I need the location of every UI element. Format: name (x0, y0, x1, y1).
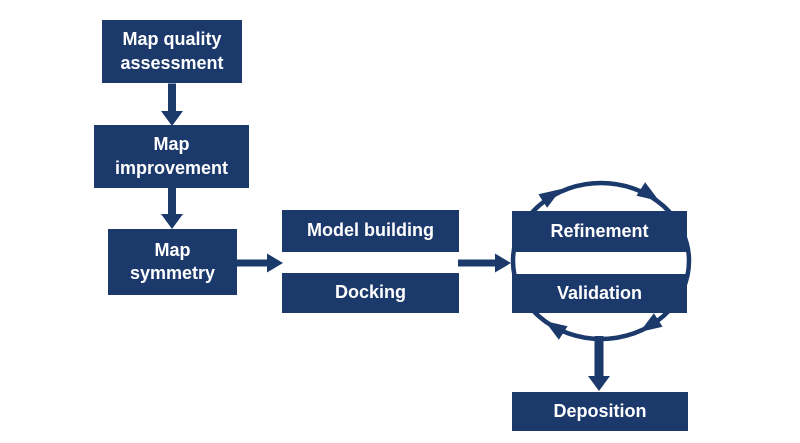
refinement-validation-cycle-ring (510, 180, 692, 342)
cycle-arrowhead-top-left-icon (538, 189, 562, 208)
arrow-cycle-to-deposition-head-icon (588, 376, 610, 391)
node-validation-label: Validation (556, 282, 643, 303)
node-map-quality-assessment-line1: Map quality (122, 29, 222, 50)
node-refinement: Refinement (512, 211, 687, 252)
node-map-quality-assessment: Map quality assessment (102, 20, 242, 83)
cycle-arrowhead-top-right-icon (636, 182, 660, 201)
node-docking: Docking (282, 273, 459, 313)
node-map-improvement-line2: improvement (114, 157, 229, 178)
cycle-arrowhead-bottom-left-icon (544, 321, 568, 340)
node-model-building: Model building (282, 210, 459, 252)
node-validation: Validation (512, 274, 687, 313)
node-map-symmetry-line2: symmetry (129, 263, 216, 283)
arrow-symmetry-to-modeling-head-icon (267, 253, 283, 273)
node-docking-label: Docking (334, 282, 406, 303)
node-deposition: Deposition (512, 392, 688, 431)
arrow-modeling-to-refinement-head-icon (495, 253, 511, 273)
node-refinement-label: Refinement (550, 220, 649, 241)
node-deposition-label: Deposition (553, 400, 647, 421)
node-map-symmetry: Map symmetry (108, 229, 237, 295)
node-model-building-label: Model building (307, 220, 434, 241)
arrow-quality-to-improvement-head-icon (161, 111, 183, 126)
node-map-quality-assessment-line2: assessment (120, 52, 224, 73)
arrow-improvement-to-symmetry-head-icon (161, 214, 183, 229)
node-map-improvement: Map improvement (94, 125, 249, 188)
node-map-improvement-line1: Map (153, 134, 190, 155)
cycle-arrowhead-bottom-right-icon (639, 313, 663, 332)
node-map-symmetry-line1: Map (154, 239, 191, 260)
